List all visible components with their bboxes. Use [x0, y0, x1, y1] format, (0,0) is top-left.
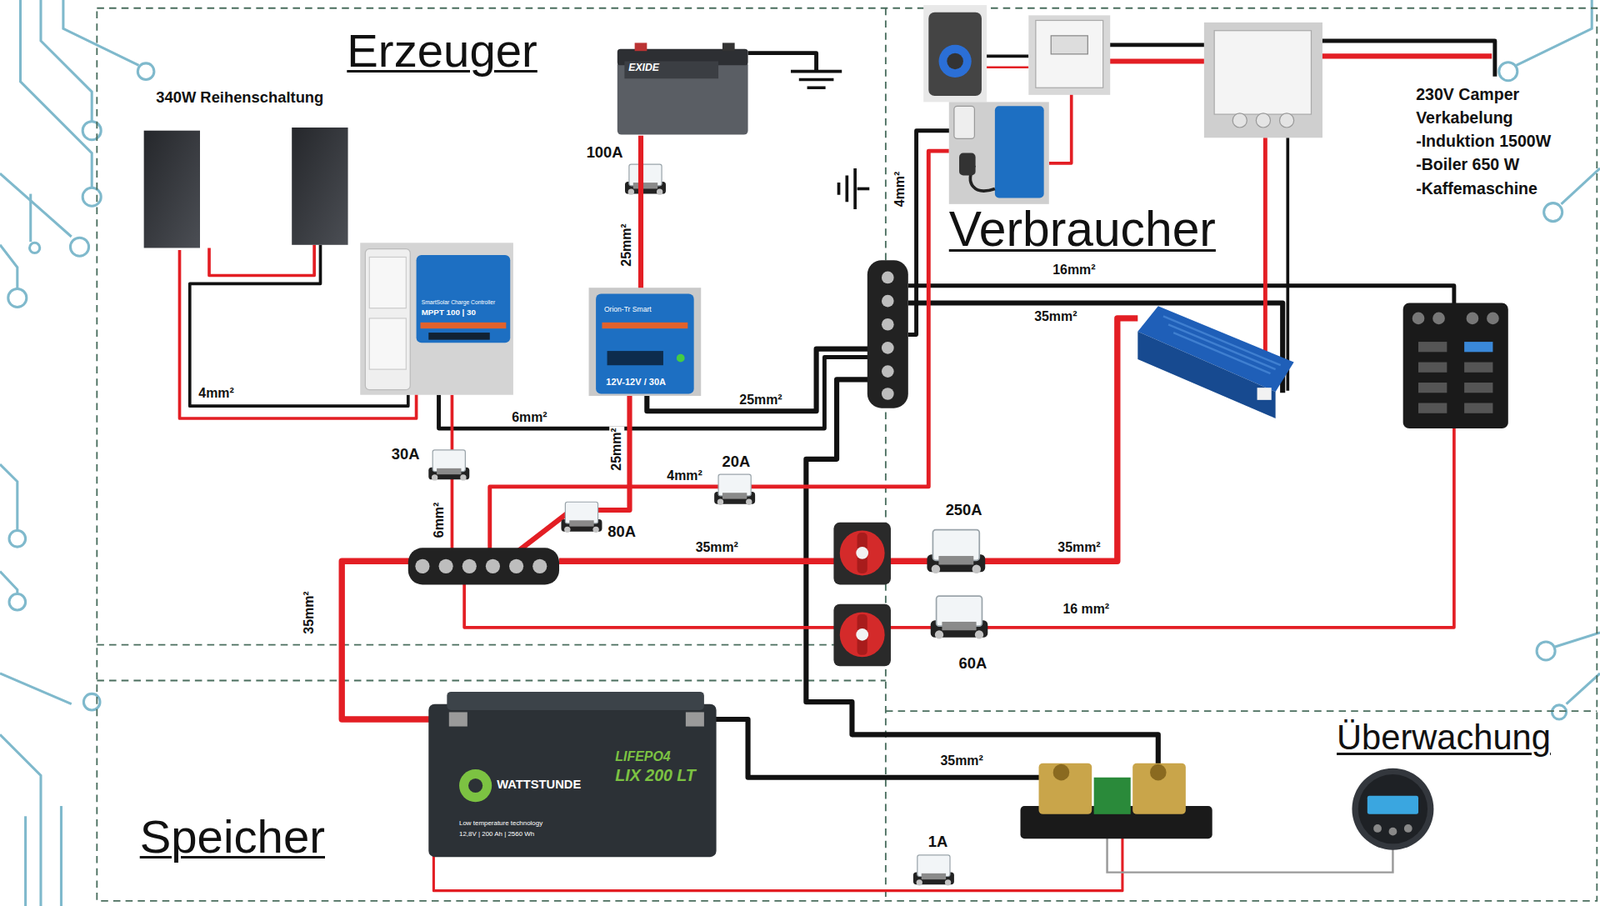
wire-gauge: 6mm²	[510, 410, 549, 425]
lifepo4-battery: WATTSTUNDE LIFEPO4LIX 200 LT Low temperatu…	[428, 691, 716, 860]
wire-gauge: 35mm²	[939, 753, 985, 769]
part-text: SmartSolar Charge Controller	[421, 299, 496, 306]
region-box: Erzeuger 340W Reihenschaltung EXIDE SmartSo…	[96, 8, 886, 645]
part-text: 340W Reihenschaltung	[155, 89, 324, 107]
note-text: -Induktion 1500W	[1414, 132, 1553, 151]
wire-gauge: 35mm²	[301, 589, 317, 635]
wire-gauge: 35mm²	[1032, 309, 1079, 325]
note-text: 230V Camper	[1414, 85, 1521, 105]
fuse-rating: 20A	[720, 453, 752, 470]
note-text: -Kaffemaschine	[1414, 180, 1540, 199]
wire-gauge: 4mm²	[892, 169, 908, 208]
fuse-rating: 80A	[605, 523, 638, 540]
wire-gauge: 6mm²	[431, 500, 447, 540]
region-heading: Erzeuger	[346, 24, 538, 77]
fuse-rating: 60A	[957, 655, 990, 672]
part-text: 12,8V | 200 Ah | 2560 Wh	[459, 830, 535, 839]
part-text: LIFEPO4	[615, 749, 670, 765]
starter-battery: EXIDE	[617, 45, 749, 136]
wire-gauge: 16 mm²	[1060, 601, 1111, 617]
wire-gauge: 4mm²	[665, 468, 704, 484]
fuse-rating: 250A	[944, 501, 985, 519]
part-text: WATTSTUNDE	[496, 777, 581, 791]
fuse-rating: 100A	[585, 144, 625, 161]
part-text: Low temperature technology	[459, 820, 543, 828]
dc-dc-charger: Orion-Tr Smart 12V-12V / 30A	[589, 287, 702, 396]
fuse-rating: 30A	[390, 445, 422, 463]
wire-gauge: 25mm²	[737, 392, 784, 408]
part-text: Orion-Tr Smart	[604, 305, 652, 315]
region-box: Verbraucher	[885, 8, 1597, 712]
part-text: 12V-12V / 30A	[605, 376, 666, 387]
note-text: -Boiler 650 W	[1414, 155, 1521, 175]
wire-gauge: 25mm²	[619, 221, 635, 268]
fuse-rating: 1A	[926, 833, 950, 850]
wire-gauge: 35mm²	[1055, 540, 1102, 555]
power-wire	[638, 135, 644, 288]
region-heading: Überwachung	[1336, 718, 1551, 758]
solar-panels: 340W Reihenschaltung	[142, 85, 352, 250]
mppt-controller: SmartSolar Charge ControllerMPPT 100 | 3…	[360, 242, 514, 395]
part-text: MPPT 100 | 30	[421, 308, 476, 318]
wire-gauge: 16mm²	[1050, 262, 1097, 278]
wire-gauge: 35mm²	[694, 540, 740, 555]
part-text: LIX 200 LT	[615, 766, 695, 785]
wire-gauge: 25mm²	[609, 425, 625, 472]
region-heading: Speicher	[140, 810, 325, 863]
wire-gauge: 4mm²	[196, 385, 235, 401]
note-text: Verkabelung	[1414, 109, 1515, 128]
region-box: Speicher WATTSTUNDE LIFEPO4LIX 200 LT Low t…	[96, 680, 886, 901]
part-text: EXIDE	[628, 62, 660, 75]
region-heading: Verbraucher	[949, 201, 1216, 257]
power-wire	[180, 250, 417, 419]
region-box: Überwachung	[885, 710, 1597, 901]
